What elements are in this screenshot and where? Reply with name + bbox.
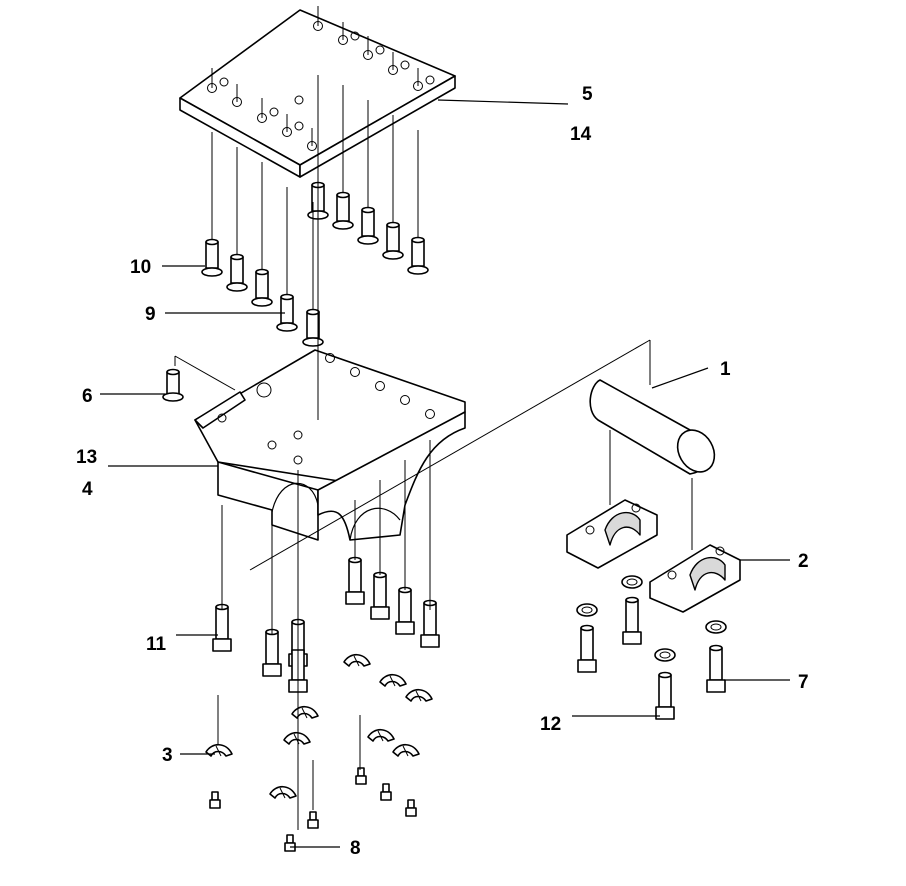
small-screw: [209, 791, 221, 809]
clamp-half-right: [649, 544, 741, 613]
spring-clip: [379, 673, 407, 687]
small-screw: [307, 811, 319, 829]
callout-7: 7: [798, 672, 809, 693]
countersunk-screws: [162, 75, 429, 402]
washer: [654, 648, 676, 662]
countersunk-screw: [332, 85, 354, 230]
spring-clip: [269, 785, 297, 799]
spring-clip: [291, 705, 319, 719]
washer: [621, 575, 643, 589]
callout-13: 13: [76, 447, 97, 468]
hex-bolt: [706, 644, 726, 693]
callout-11: 11: [146, 634, 167, 655]
leader-lines: [100, 99, 790, 848]
hex-bolt: [577, 624, 597, 673]
clamp-half-left: [566, 499, 658, 569]
hex-bolt: [262, 628, 282, 677]
main-block: [194, 349, 466, 541]
small-screw: [405, 799, 417, 817]
countersunk-screw: [201, 132, 223, 277]
spring-clip: [392, 743, 420, 757]
spring-clips: [205, 653, 433, 799]
countersunk-screw: [276, 187, 298, 332]
callout-8: 8: [350, 838, 361, 859]
callout-labels: 5 14 1 2 7 12 10 9 6 13 4 11 3 8: [76, 84, 809, 859]
screw-6: [162, 368, 184, 402]
assembly-axis-lines: [174, 175, 693, 830]
spring-clip: [405, 688, 433, 702]
countersunk-screw: [357, 100, 379, 245]
callout-12: 12: [540, 714, 561, 735]
callout-1: 1: [720, 359, 731, 380]
callout-14: 14: [570, 124, 592, 145]
countersunk-screw: [226, 147, 248, 292]
spring-clip: [343, 653, 371, 667]
tube-shaft: [249, 339, 716, 571]
countersunk-screw: [302, 202, 324, 347]
spring-clip: [205, 743, 233, 757]
hex-bolt: [212, 603, 232, 652]
small-screw: [284, 834, 296, 852]
callout-5: 5: [582, 84, 593, 105]
washer: [576, 603, 598, 617]
spring-clip: [367, 728, 395, 742]
washer: [705, 620, 727, 634]
hex-bolt: [420, 599, 440, 648]
hex-bolt: [395, 586, 415, 635]
small-screw: [355, 767, 367, 785]
hex-bolt: [622, 596, 642, 645]
small-screws: [209, 767, 417, 852]
hex-bolt: [370, 571, 390, 620]
hex-bolt: [345, 556, 365, 605]
callout-2: 2: [798, 551, 809, 572]
small-screw: [380, 783, 392, 801]
callout-4: 4: [82, 479, 93, 500]
spring-clip: [283, 731, 311, 745]
callout-9: 9: [145, 304, 156, 325]
washers: [576, 575, 727, 662]
countersunk-screw: [382, 115, 404, 260]
callout-6: 6: [82, 386, 93, 407]
countersunk-screw: [251, 162, 273, 307]
hex-bolt: [655, 671, 675, 720]
callout-10: 10: [130, 257, 151, 278]
countersunk-screw: [407, 130, 429, 275]
callout-3: 3: [162, 745, 173, 766]
hex-bolts: [212, 556, 726, 720]
